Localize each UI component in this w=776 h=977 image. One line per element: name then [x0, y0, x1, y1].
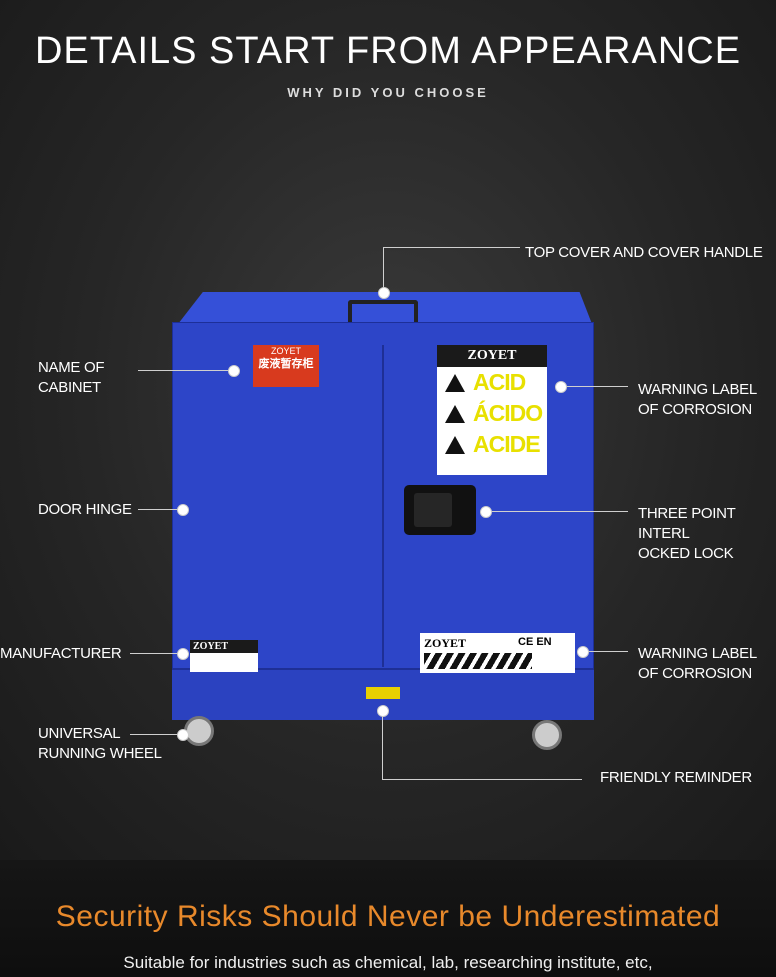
- callout-line: [138, 370, 233, 371]
- callout-line: [582, 651, 628, 652]
- callout-top-cover: TOP COVER AND COVER HANDLE: [525, 244, 763, 261]
- callout-dot: [177, 729, 189, 741]
- callout-line: [130, 734, 182, 735]
- warning-triangle-icon: [445, 435, 465, 454]
- callout-line: [138, 509, 182, 510]
- callout-line: [382, 710, 383, 780]
- door-seam: [382, 345, 384, 667]
- page-subtitle: WHY DID YOU CHOOSE: [287, 85, 489, 100]
- callout-line: [383, 247, 384, 292]
- callout-warning-label-1: WARNING LABEL OF CORROSION: [638, 381, 757, 418]
- acid-label-brand: ZOYET: [437, 345, 547, 367]
- three-point-lock: [404, 485, 476, 535]
- callout-line: [130, 653, 182, 654]
- acid-warning-label: ZOYET ACID ÁCIDO ACIDE: [437, 345, 547, 475]
- callout-dot: [228, 365, 240, 377]
- callout-dot: [177, 504, 189, 516]
- sticker-brand: ZOYET: [270, 346, 301, 356]
- mfg-brand: ZOYET: [190, 640, 258, 653]
- warn2-brand: ZOYET: [424, 636, 467, 650]
- callout-line: [383, 247, 520, 248]
- page-title: DETAILS START FROM APPEARANCE: [34, 30, 742, 72]
- hazard-stripes: [424, 653, 532, 669]
- wheel-right-icon: [532, 720, 562, 750]
- callout-dot: [577, 646, 589, 658]
- manufacturer-plate: ZOYET: [190, 640, 258, 672]
- callout-dot: [377, 705, 389, 717]
- callout-line: [382, 779, 582, 780]
- callout-manufacturer: MANUFACTURER: [0, 645, 122, 662]
- callout-dot: [555, 381, 567, 393]
- cover-handle: [348, 300, 418, 322]
- sticker-name: 废液暂存柜: [258, 358, 314, 370]
- callout-dot: [378, 287, 390, 299]
- wheel-left-icon: [184, 716, 214, 746]
- callout-warning-label-2: WARNING LABEL OF CORROSION: [638, 645, 757, 682]
- callout-line: [485, 511, 628, 512]
- warning-triangle-icon: [445, 404, 465, 423]
- callout-line: [560, 386, 628, 387]
- footer-headline: Security Risks Should Never be Underesti…: [55, 900, 721, 933]
- acid-line-en: ACID: [473, 369, 526, 395]
- callout-door-hinge: DOOR HINGE: [38, 501, 132, 518]
- callout-three-point-lock: THREE POINT INTERL OCKED LOCK: [638, 505, 736, 562]
- callout-dot: [480, 506, 492, 518]
- footer-subtext: Suitable for industries such as chemical…: [123, 953, 653, 972]
- callout-dot: [177, 648, 189, 660]
- callout-name-of-cabinet: NAME OF CABINET: [38, 359, 105, 396]
- acid-line-fr: ACIDE: [473, 431, 541, 457]
- callout-universal-wheel: UNIVERSAL RUNNING WHEEL: [38, 725, 162, 762]
- footer-band: [0, 860, 776, 977]
- cabinet-name-sticker: ZOYET 废液暂存柜: [253, 345, 319, 387]
- reminder-sticker: [366, 687, 400, 699]
- acid-line-es: ÁCIDO: [473, 400, 543, 426]
- ce-mark: CE EN: [518, 636, 552, 648]
- warning-triangle-icon: [445, 373, 465, 392]
- corrosion-warning-label: ZOYET CE EN: [420, 633, 575, 673]
- callout-friendly-reminder: FRIENDLY REMINDER: [600, 769, 752, 786]
